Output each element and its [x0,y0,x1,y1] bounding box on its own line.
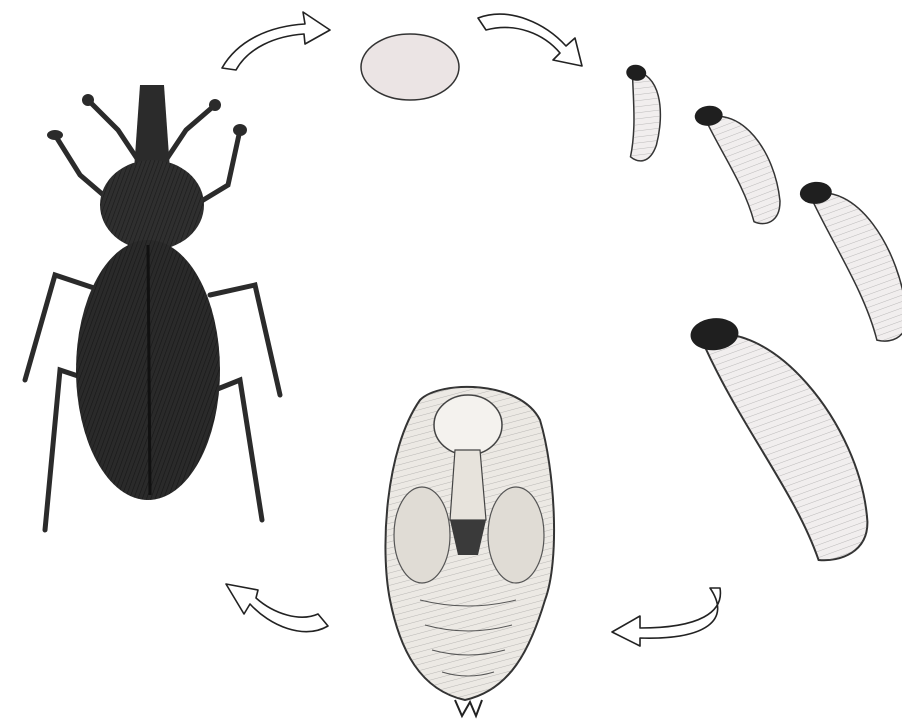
adult-weevil [25,85,280,530]
egg [361,34,459,100]
larva-instar-2 [694,99,782,229]
weevil-rostrum [134,85,170,170]
larva-instar-1 [614,63,668,163]
pupa-left-wing [394,487,450,583]
right-mid-leg [210,285,280,395]
pupa-right-wing [488,487,544,583]
larva-instar-4 [689,306,870,570]
larva-instar-3 [799,175,902,347]
right-antenna [166,105,215,160]
pupa [385,387,554,716]
left-antenna [88,100,138,160]
arrow-egg-to-larva [478,14,582,66]
arrow-larva-to-pupa [612,588,720,646]
arrow-pupa-to-adult [226,584,328,632]
right-hind-leg [215,380,262,520]
arrow-adult-to-egg [222,12,330,70]
pupa-head [434,395,502,455]
